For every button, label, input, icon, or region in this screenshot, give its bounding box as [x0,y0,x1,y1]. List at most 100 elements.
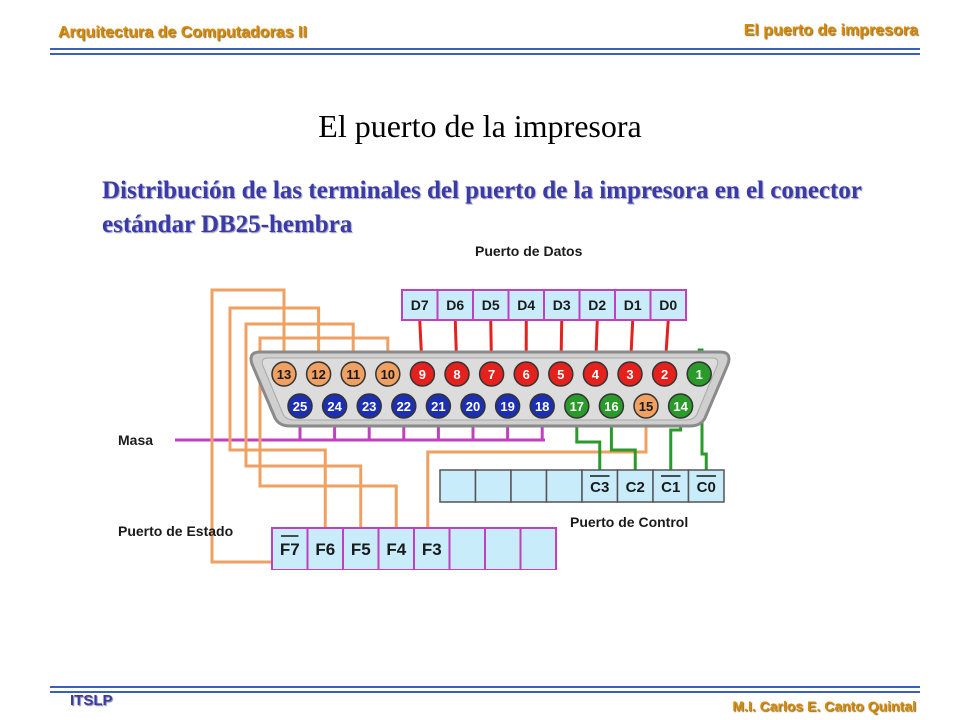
institution-name: ITSLP [70,692,113,709]
ground-label: Masa [118,432,153,448]
pin-14 [667,393,694,419]
pin-number: 6 [523,367,530,382]
status-bit-box [271,527,309,570]
status-wire-f3 [426,406,648,528]
pin-number: 15 [639,399,653,414]
status-port-label: Puerto de Estado [118,523,233,539]
pin-number: 7 [488,367,495,382]
course-name: Arquitectura de Computadoras II [58,24,307,41]
pin-13 [271,361,297,387]
data-bit-box [401,289,439,321]
control-bit-box [439,469,477,503]
data-bit-box [543,289,581,321]
status-bit-label: F7 [280,540,300,559]
status-bit-label: F4 [386,540,406,559]
status-bit-box [519,527,557,570]
footer-rule-2 [50,691,920,693]
pin-21 [425,393,452,419]
pin-17 [564,393,590,419]
pin-18 [529,393,555,419]
status-bit-box [448,527,486,570]
data-bit-label: D2 [588,297,606,313]
data-bit-label: D1 [624,297,642,313]
pin-number: 2 [661,367,668,382]
pin-24 [321,393,348,419]
data-bit-label: D7 [411,297,429,313]
status-bit-box [413,527,451,570]
pin-number: 11 [346,367,360,382]
pin-16 [598,393,625,419]
pin-number: 14 [673,399,688,414]
control-bit-label: C3 [590,479,609,496]
pin-number: 20 [466,399,480,414]
control-bit-label: C1 [661,479,680,496]
pin-number: 1 [696,367,703,382]
data-bit-box [614,289,652,321]
slide-subtitle: Distribución de las terminales del puert… [102,177,862,238]
pin-8 [444,361,470,387]
pin-number: 9 [419,367,426,382]
status-bit-box [484,527,522,570]
status-bit-box [306,527,344,570]
pin-7 [478,361,505,387]
pin-number: 4 [592,367,600,382]
pin-6 [513,361,539,387]
slide-title: El puerto de la impresora [318,108,642,144]
data-bit-label: D5 [482,297,500,313]
pin-number: 10 [381,367,395,382]
pin-number: 18 [535,399,549,414]
status-bit-box [342,527,380,570]
control-bit-box [510,469,548,503]
control-bit-label: C0 [697,479,716,496]
pin-number: 21 [431,399,445,414]
control-bit-box [616,469,654,503]
pin-number: 17 [570,399,584,414]
pin-number: 12 [311,367,325,382]
status-bit-label: F5 [351,540,371,559]
status-wire-f6 [228,306,327,528]
pin-number: 3 [626,367,633,382]
data-bit-box [649,289,687,321]
control-bit-box [545,469,583,503]
data-bit-box [436,289,474,321]
status-wire-f5 [244,322,363,528]
status-wire-f7 [210,288,286,564]
pin-11 [340,361,366,387]
pin-12 [305,361,332,387]
data-port-label: Puerto de Datos [475,243,583,259]
pin-number: 8 [453,367,460,382]
pin-15 [633,393,659,419]
pin-number: 23 [362,399,376,414]
pin-number: 25 [293,399,307,414]
data-bit-label: D3 [553,297,571,313]
pin-9 [409,361,436,387]
pin-number: 13 [277,367,291,382]
control-bit-label: C2 [626,479,645,496]
pin-5 [548,361,574,387]
pin-2 [651,361,678,387]
status-bit-label: F3 [422,540,442,559]
header-rule [50,48,920,50]
pin-19 [494,393,521,419]
pin-number: 24 [327,399,342,414]
pin-number: 22 [397,399,411,414]
pin-22 [391,393,417,419]
footer-rule [50,686,920,688]
pin-number: 5 [557,367,564,382]
pin-20 [460,393,486,419]
data-bit-label: D4 [517,297,535,313]
control-wire-c2 [609,406,637,470]
pin-23 [356,393,382,419]
status-bit-label: F6 [315,540,335,559]
topic-name: El puerto de impresora [743,22,918,39]
pin-10 [375,361,401,387]
control-bit-box [474,469,512,503]
pin-number: 19 [500,399,514,414]
pin-number: 16 [604,399,618,414]
data-bit-label: D0 [659,297,677,313]
author-name: M.I. Carlos E. Canto Quintal [732,698,916,714]
control-port-label: Puerto de Control [570,514,688,530]
pin-1 [686,361,712,387]
